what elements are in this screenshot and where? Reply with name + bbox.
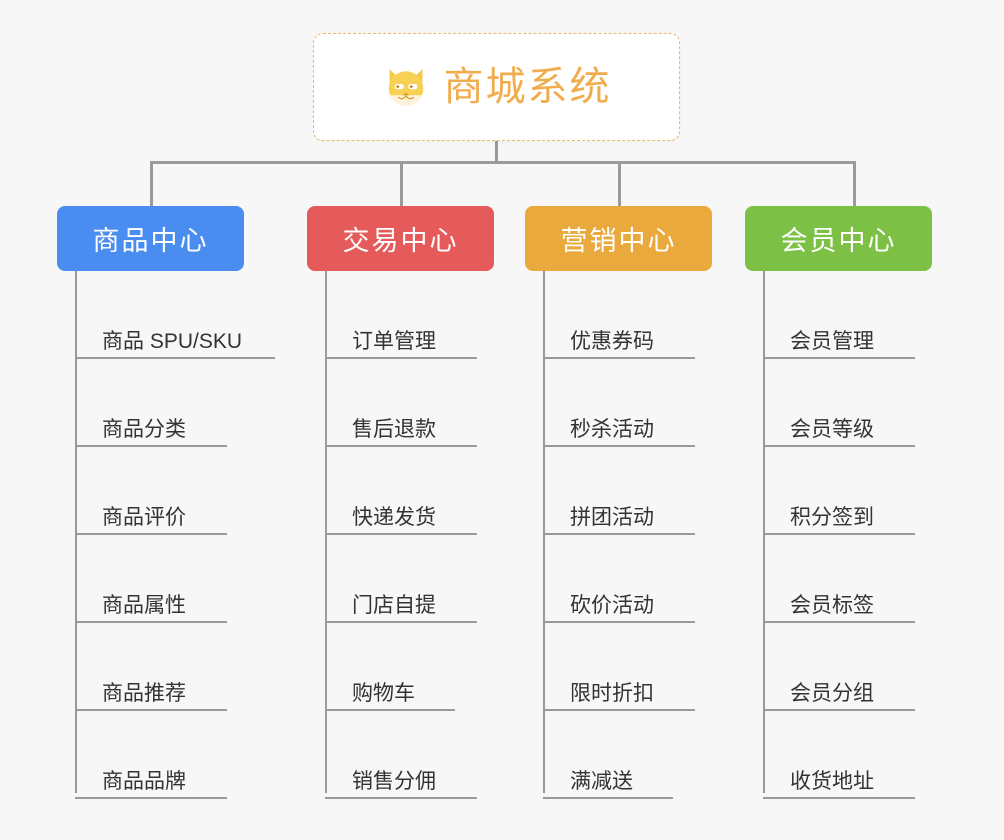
leaf-label: 销售分佣 (352, 769, 436, 793)
connector-drop-marketing (618, 161, 621, 208)
leaf-item[interactable]: 收货地址 (763, 711, 932, 799)
leaf-label: 商品品牌 (102, 769, 186, 793)
leaf-label: 拼团活动 (570, 505, 654, 529)
leaf-item[interactable]: 优惠券码 (543, 271, 712, 359)
leaf-item[interactable]: 门店自提 (325, 535, 494, 623)
leaf-label: 收货地址 (790, 769, 874, 793)
leaf-label: 会员标签 (790, 593, 874, 617)
root-node[interactable]: 商城系统 (313, 33, 680, 141)
leaf-item[interactable]: 购物车 (325, 623, 494, 711)
category-header-label: 会员中心 (780, 226, 897, 256)
leaf-list-transaction: 订单管理 售后退款 快递发货 门店自提 购物车 销售分佣 (307, 271, 494, 799)
leaf-label: 砍价活动 (570, 593, 654, 617)
leaf-label: 会员等级 (790, 417, 874, 441)
category-header-transaction[interactable]: 交易中心 (307, 206, 494, 271)
leaf-label: 商品评价 (102, 505, 186, 529)
leaf-item[interactable]: 商品属性 (75, 535, 244, 623)
leaf-list-product: 商品 SPU/SKU 商品分类 商品评价 商品属性 商品推荐 商品品牌 (57, 271, 275, 799)
shiba-dog-face-icon (388, 69, 423, 106)
leaf-label: 门店自提 (352, 593, 436, 617)
connector-root-stem (495, 141, 498, 163)
leaf-item[interactable]: 售后退款 (325, 359, 494, 447)
category-header-label: 营销中心 (560, 226, 677, 256)
leaf-item[interactable]: 会员标签 (763, 535, 932, 623)
leaf-item[interactable]: 会员等级 (763, 359, 932, 447)
leaf-label: 订单管理 (352, 329, 436, 353)
leaf-item[interactable]: 商品品牌 (75, 711, 244, 799)
leaf-item[interactable]: 会员管理 (763, 271, 932, 359)
category-header-label: 交易中心 (342, 226, 459, 256)
leaf-list-marketing: 优惠券码 秒杀活动 拼团活动 砍价活动 限时折扣 满减送 (525, 271, 712, 799)
leaf-label: 会员分组 (790, 681, 874, 705)
category-header-marketing[interactable]: 营销中心 (525, 206, 712, 271)
leaf-item[interactable]: 商品分类 (75, 359, 244, 447)
leaf-item[interactable]: 销售分佣 (325, 711, 494, 799)
leaf-item[interactable]: 订单管理 (325, 271, 494, 359)
category-column-member: 会员中心 会员管理 会员等级 积分签到 会员标签 会员分组 收货地址 (745, 206, 932, 799)
leaf-label: 商品 SPU/SKU (102, 329, 243, 353)
category-header-member[interactable]: 会员中心 (745, 206, 932, 271)
leaf-item[interactable]: 商品推荐 (75, 623, 244, 711)
leaf-label: 限时折扣 (570, 681, 654, 705)
leaf-label: 商品推荐 (102, 681, 186, 705)
leaf-label: 购物车 (352, 681, 415, 705)
leaf-label: 商品属性 (102, 593, 186, 617)
leaf-item[interactable]: 商品 SPU/SKU (75, 271, 275, 359)
leaf-label: 会员管理 (790, 329, 874, 353)
connector-drop-transaction (400, 161, 403, 208)
leaf-label: 满减送 (570, 769, 633, 793)
leaf-item[interactable]: 满减送 (543, 711, 712, 799)
category-column-transaction: 交易中心 订单管理 售后退款 快递发货 门店自提 购物车 销售分佣 (307, 206, 494, 799)
leaf-label: 积分签到 (790, 505, 874, 529)
connector-drop-member (853, 161, 856, 208)
leaf-label: 优惠券码 (570, 329, 654, 353)
connector-horizontal-bus (150, 161, 856, 164)
leaf-item[interactable]: 积分签到 (763, 447, 932, 535)
leaf-item[interactable]: 会员分组 (763, 623, 932, 711)
leaf-label: 秒杀活动 (570, 417, 654, 441)
category-header-label: 商品中心 (92, 226, 209, 256)
leaf-item[interactable]: 秒杀活动 (543, 359, 712, 447)
leaf-label: 快递发货 (352, 505, 436, 529)
leaf-list-member: 会员管理 会员等级 积分签到 会员标签 会员分组 收货地址 (745, 271, 932, 799)
leaf-item[interactable]: 限时折扣 (543, 623, 712, 711)
category-column-marketing: 营销中心 优惠券码 秒杀活动 拼团活动 砍价活动 限时折扣 满减送 (525, 206, 712, 799)
category-header-product[interactable]: 商品中心 (57, 206, 244, 271)
category-column-product: 商品中心 商品 SPU/SKU 商品分类 商品评价 商品属性 商品推荐 商品品牌 (57, 206, 275, 799)
root-title: 商城系统 (443, 65, 612, 109)
leaf-label: 售后退款 (352, 417, 436, 441)
leaf-label: 商品分类 (102, 417, 186, 441)
leaf-item[interactable]: 砍价活动 (543, 535, 712, 623)
leaf-item[interactable]: 快递发货 (325, 447, 494, 535)
leaf-item[interactable]: 商品评价 (75, 447, 244, 535)
connector-drop-product (150, 161, 153, 208)
leaf-item[interactable]: 拼团活动 (543, 447, 712, 535)
